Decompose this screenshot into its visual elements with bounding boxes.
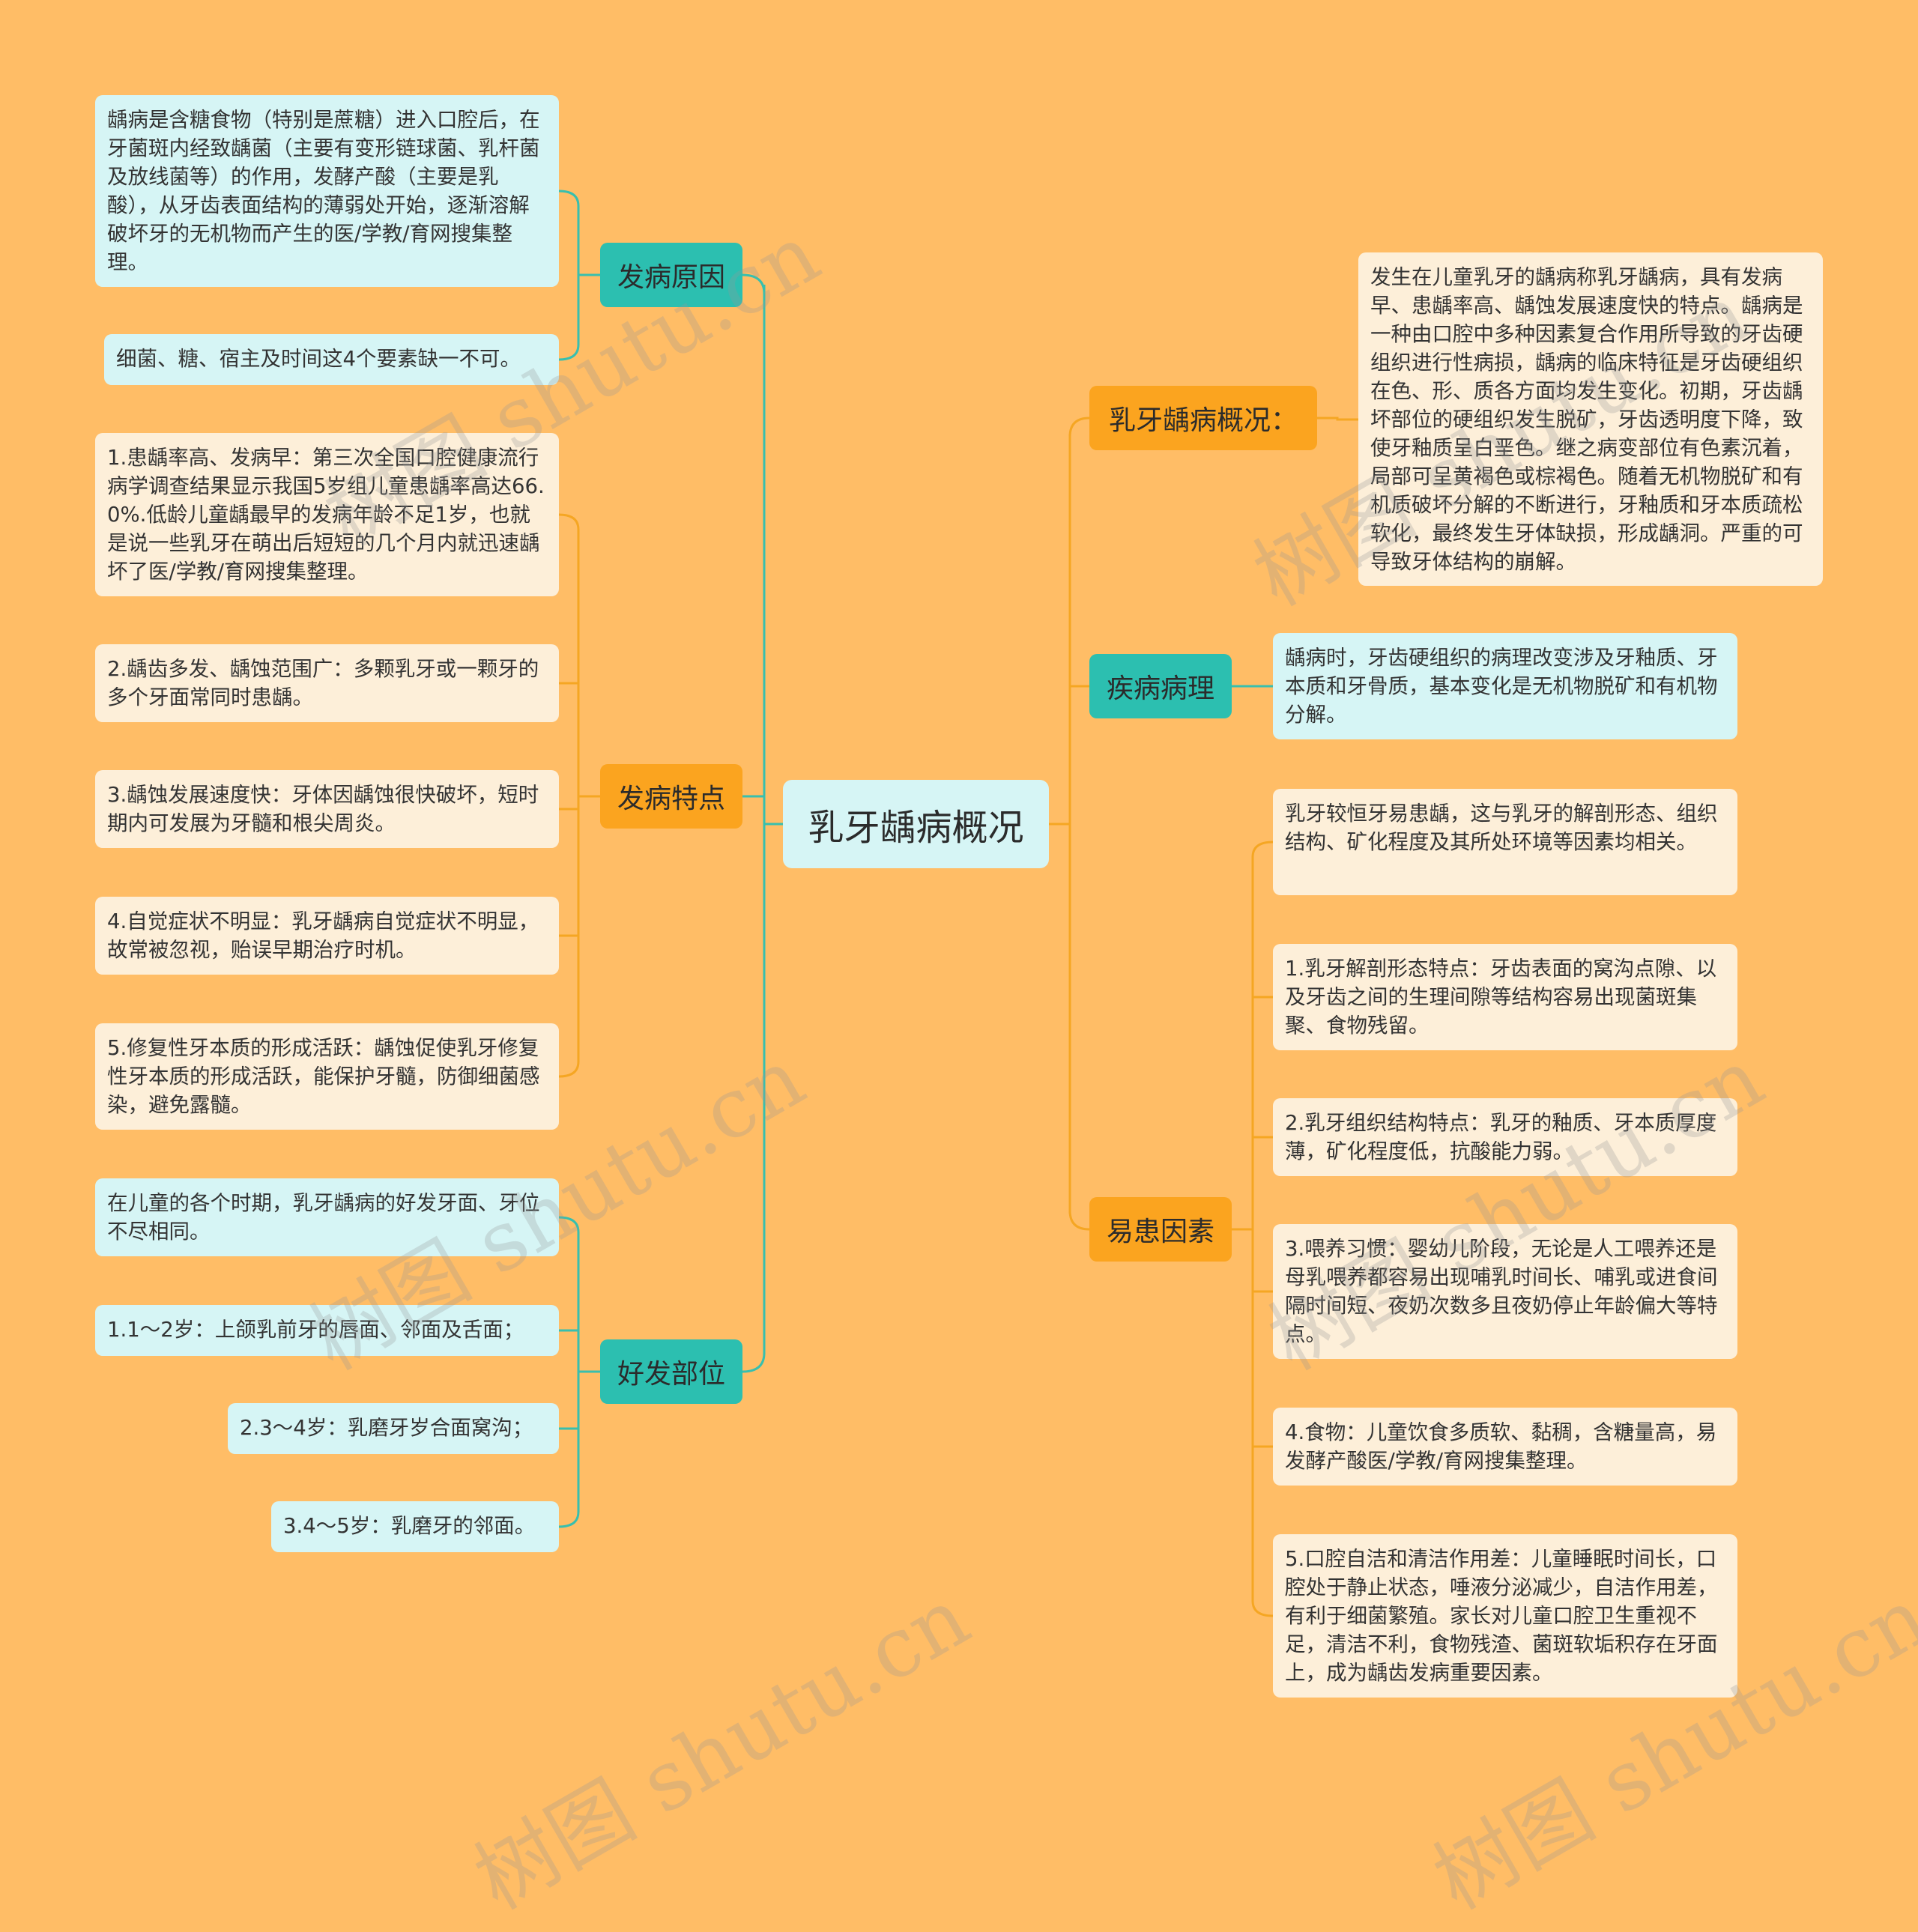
leaf-risk-2-text: 1.乳牙解剖形态特点：牙齿表面的窝沟点隙、以及牙齿之间的生理间隙等结构容易出现菌… [1285,957,1717,1038]
leaf-risk-2[interactable]: 1.乳牙解剖形态特点：牙齿表面的窝沟点隙、以及牙齿之间的生理间隙等结构容易出现菌… [1273,944,1737,1050]
leaf-cause-1-text: 龋病是含糖食物（特别是蔗糖）进入口腔后，在牙菌斑内经致龋菌（主要有变形链球菌、乳… [107,108,540,274]
leaf-sites-1-text: 在儿童的各个时期，乳牙龋病的好发牙面、牙位不尽相同。 [107,1191,540,1244]
leaf-features-3-text: 3.龋蚀发展速度快：牙体因龋蚀很快破坏，短时期内可发展为牙髓和根尖周炎。 [107,783,539,835]
leaf-features-4-text: 4.自觉症状不明显：乳牙龋病自觉症状不明显，故常被忽视，贻误早期治疗时机。 [107,909,539,962]
leaf-sites-1[interactable]: 在儿童的各个时期，乳牙龋病的好发牙面、牙位不尽相同。 [95,1178,559,1256]
leaf-pathology-1[interactable]: 龋病时，牙齿硬组织的病理改变涉及牙釉质、牙本质和牙骨质，基本变化是无机物脱矿和有… [1273,633,1737,739]
leaf-risk-1[interactable]: 乳牙较恒牙易患龋，这与乳牙的解剖形态、组织结构、矿化程度及其所处环境等因素均相关… [1273,789,1737,895]
connector-line [558,1216,580,1528]
leaf-risk-4[interactable]: 3.喂养习惯：婴幼儿阶段，无论是人工喂养还是母乳喂养都容易出现哺乳时间长、哺乳或… [1273,1224,1737,1359]
leaf-cause-1[interactable]: 龋病是含糖食物（特别是蔗糖）进入口腔后，在牙菌斑内经致龋菌（主要有变形链球菌、乳… [95,95,559,287]
branch-pathology-label: 疾病病理 [1106,673,1214,704]
branch-features[interactable]: 发病特点 [600,764,742,829]
leaf-features-1-text: 1.患龋率高、发病早：第三次全国口腔健康流行病学调查结果显示我国5岁组儿童患龋率… [107,446,545,584]
connector-line [558,190,580,361]
connector-line [1068,417,1090,437]
leaf-features-5[interactable]: 5.修复性牙本质的形成活跃：龋蚀促使乳牙修复性牙本质的形成活跃，能保护牙髓，防御… [95,1023,559,1130]
branch-features-label: 发病特点 [617,784,725,814]
connector-line [742,273,766,294]
leaf-features-4[interactable]: 4.自觉症状不明显：乳牙龋病自觉症状不明显，故常被忽视，贻误早期治疗时机。 [95,897,559,975]
leaf-risk-6-text: 5.口腔自洁和清洁作用差：儿童睡眠时间长，口腔处于静止状态，唾液分泌减少，自洁作… [1285,1547,1718,1685]
leaf-cause-2[interactable]: 细菌、糖、宿主及时间这4个要素缺一不可。 [104,334,559,385]
leaf-features-3[interactable]: 3.龋蚀发展速度快：牙体因龋蚀很快破坏，短时期内可发展为牙髓和根尖周炎。 [95,770,559,848]
connector-line [1251,841,1274,1617]
leaf-sites-2-text: 1.1～2岁：上颌乳前牙的唇面、邻面及舌面； [107,1318,524,1342]
connector-line [558,513,580,1078]
connector-line [1068,1210,1090,1231]
branch-risk[interactable]: 易患因素 [1089,1197,1232,1262]
connector-line [742,1352,766,1373]
leaf-risk-5-text: 4.食物：儿童饮食多质软、黏稠，含糖量高，易发酵产酸医/学教/育网搜集整理。 [1285,1420,1717,1473]
branch-cause-label: 发病原因 [617,262,725,293]
branch-cause[interactable]: 发病原因 [600,243,742,307]
root-node[interactable]: 乳牙龋病概况 [783,780,1049,868]
connector-line [1317,417,1358,421]
branch-overview[interactable]: 乳牙龋病概况： [1089,386,1317,450]
leaf-risk-3-text: 2.乳牙组织结构特点：乳牙的釉质、牙本质厚度薄，矿化程度低，抗酸能力弱。 [1285,1111,1717,1163]
leaf-sites-4[interactable]: 3.4～5岁：乳磨牙的邻面。 [271,1501,559,1552]
leaf-sites-3[interactable]: 2.3～4岁：乳磨牙岁合面窝沟； [228,1403,559,1454]
leaf-sites-2[interactable]: 1.1～2岁：上颌乳前牙的唇面、邻面及舌面； [95,1305,559,1356]
leaf-risk-6[interactable]: 5.口腔自洁和清洁作用差：儿童睡眠时间长，口腔处于静止状态，唾液分泌减少，自洁作… [1273,1534,1737,1698]
leaf-features-2-text: 2.龋齿多发、龋蚀范围广：多颗乳牙或一颗牙的多个牙面常同时患龋。 [107,657,539,709]
branch-overview-label: 乳牙龋病概况： [1108,405,1298,436]
leaf-risk-4-text: 3.喂养习惯：婴幼儿阶段，无论是人工喂养还是母乳喂养都容易出现哺乳时间长、哺乳或… [1285,1237,1718,1346]
mindmap-canvas: 乳牙龋病概况 发病原因 发病特点 好发部位 龋病是含糖食物（特别是蔗糖）进入口腔… [95,95,1918,1928]
leaf-risk-1-text: 乳牙较恒牙易患龋，这与乳牙的解剖形态、组织结构、矿化程度及其所处环境等因素均相关… [1285,802,1718,854]
leaf-cause-2-text: 细菌、糖、宿主及时间这4个要素缺一不可。 [116,347,521,371]
leaf-sites-4-text: 3.4～5岁：乳磨牙的邻面。 [283,1514,536,1538]
leaf-features-1[interactable]: 1.患龋率高、发病早：第三次全国口腔健康流行病学调查结果显示我国5岁组儿童患龋率… [95,433,559,596]
branch-sites[interactable]: 好发部位 [600,1339,742,1404]
leaf-risk-5[interactable]: 4.食物：儿童饮食多质软、黏稠，含糖量高，易发酵产酸医/学教/育网搜集整理。 [1273,1408,1737,1486]
branch-risk-label: 易患因素 [1106,1217,1214,1247]
connector-lines [558,190,1358,1617]
leaf-sites-3-text: 2.3～4岁：乳磨牙岁合面窝沟； [240,1416,533,1440]
leaf-risk-3[interactable]: 2.乳牙组织结构特点：乳牙的釉质、牙本质厚度薄，矿化程度低，抗酸能力弱。 [1273,1098,1737,1176]
leaf-features-5-text: 5.修复性牙本质的形成活跃：龋蚀促使乳牙修复性牙本质的形成活跃，能保护牙髓，防御… [107,1036,540,1117]
leaf-overview-1-text: 发生在儿童乳牙的龋病称乳牙龋病，具有发病早、患龋率高、龋蚀发展速度快的特点。龋病… [1370,265,1803,574]
leaf-features-2[interactable]: 2.龋齿多发、龋蚀范围广：多颗乳牙或一颗牙的多个牙面常同时患龋。 [95,644,559,722]
branch-sites-label: 好发部位 [617,1359,725,1390]
leaf-pathology-1-text: 龋病时，牙齿硬组织的病理改变涉及牙釉质、牙本质和牙骨质，基本变化是无机物脱矿和有… [1285,646,1718,727]
branch-pathology[interactable]: 疾病病理 [1089,654,1232,718]
leaf-overview-1[interactable]: 发生在儿童乳牙的龋病称乳牙龋病，具有发病早、患龋率高、龋蚀发展速度快的特点。龋病… [1358,252,1823,586]
root-title: 乳牙龋病概况 [808,807,1024,849]
